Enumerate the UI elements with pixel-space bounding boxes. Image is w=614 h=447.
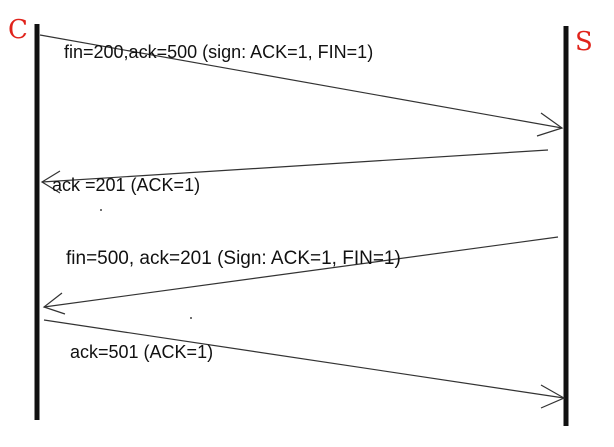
message-2-arrowhead bbox=[40, 170, 61, 194]
message-4: ack=501 (ACK=1) bbox=[43, 319, 566, 409]
message-1: fin=200,ack=500 (sign: ACK=1, FIN=1) bbox=[39, 34, 564, 137]
message-3: fin=500, ack=201 (Sign: ACK=1, FIN=1) bbox=[42, 236, 559, 315]
client-label: C bbox=[8, 15, 28, 45]
message-3-line bbox=[43, 236, 559, 308]
message-2-label: ack =201 (ACK=1) bbox=[52, 175, 200, 195]
message-4-label: ack=501 (ACK=1) bbox=[70, 342, 213, 362]
message-4-line bbox=[43, 319, 565, 399]
message-1-arrowhead bbox=[536, 112, 564, 137]
message-3-arrowhead bbox=[42, 292, 66, 315]
message-2-line bbox=[41, 149, 549, 183]
message-3-label: fin=500, ack=201 (Sign: ACK=1, FIN=1) bbox=[66, 248, 401, 269]
message-1-label: fin=200,ack=500 (sign: ACK=1, FIN=1) bbox=[64, 42, 373, 62]
server-label: S bbox=[575, 27, 593, 57]
message-4-arrowhead bbox=[540, 384, 566, 409]
message-2: ack =201 (ACK=1) bbox=[40, 149, 549, 195]
speck bbox=[190, 317, 192, 319]
speck bbox=[100, 209, 102, 211]
message-1-line bbox=[39, 34, 563, 129]
